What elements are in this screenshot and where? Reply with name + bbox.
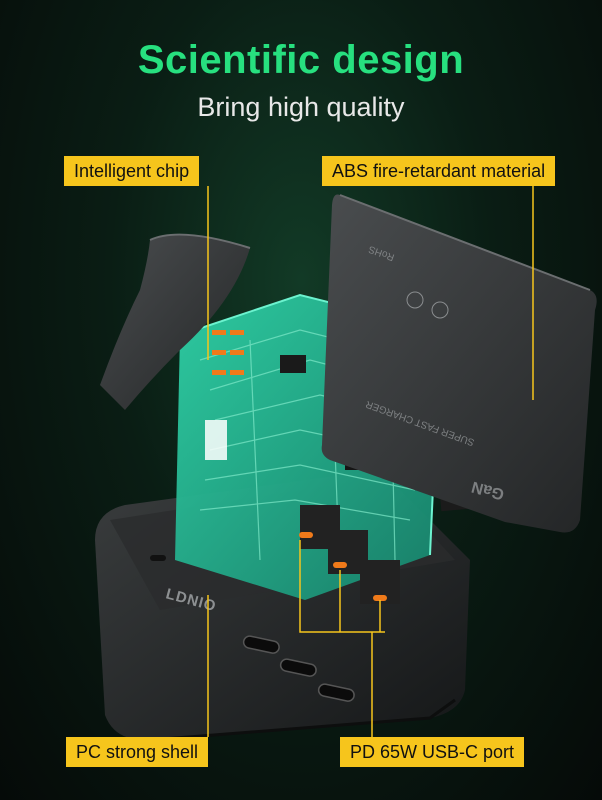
callout-intelligent-chip: Intelligent chip [64,156,200,186]
chip [280,355,306,373]
connector-pins [212,330,244,375]
usb-c-port-icon [279,658,317,677]
capacitor [205,420,227,460]
cert-icon [431,301,449,319]
page-title: Scientific design [137,38,465,82]
page-subtitle: Bring high quality [197,92,405,122]
callout-usb-c-port: PD 65W USB-C port [340,737,525,767]
callout-pc-shell: PC strong shell [66,737,209,767]
usb-c-port-icon [242,635,280,654]
callout-abs-material: ABS fire-retardant material [322,156,556,186]
callout-lines [207,186,534,737]
usb-c-port-icon [317,683,355,702]
indicator-led [150,555,166,561]
side-shell-piece [100,233,251,410]
cert-icon [406,291,424,309]
abs-lid: GaN SUPER FAST CHARGER RoHS [321,194,597,533]
